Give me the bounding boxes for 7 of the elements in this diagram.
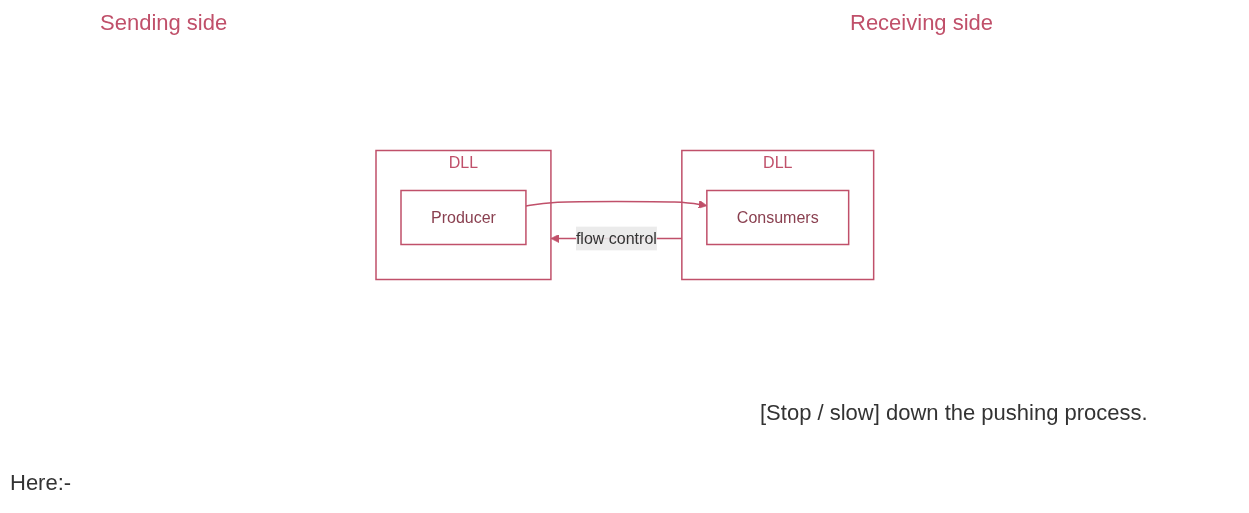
- node-box: Consumers: [705, 189, 850, 246]
- heading: Receiving side: [850, 10, 994, 36]
- node-box: Producer: [399, 189, 527, 246]
- heading: Sending side: [100, 10, 228, 36]
- note: Here:-: [10, 470, 72, 496]
- note: [Stop / slow] down the pushing process.: [760, 400, 1149, 426]
- edge-label: flow control: [575, 229, 657, 247]
